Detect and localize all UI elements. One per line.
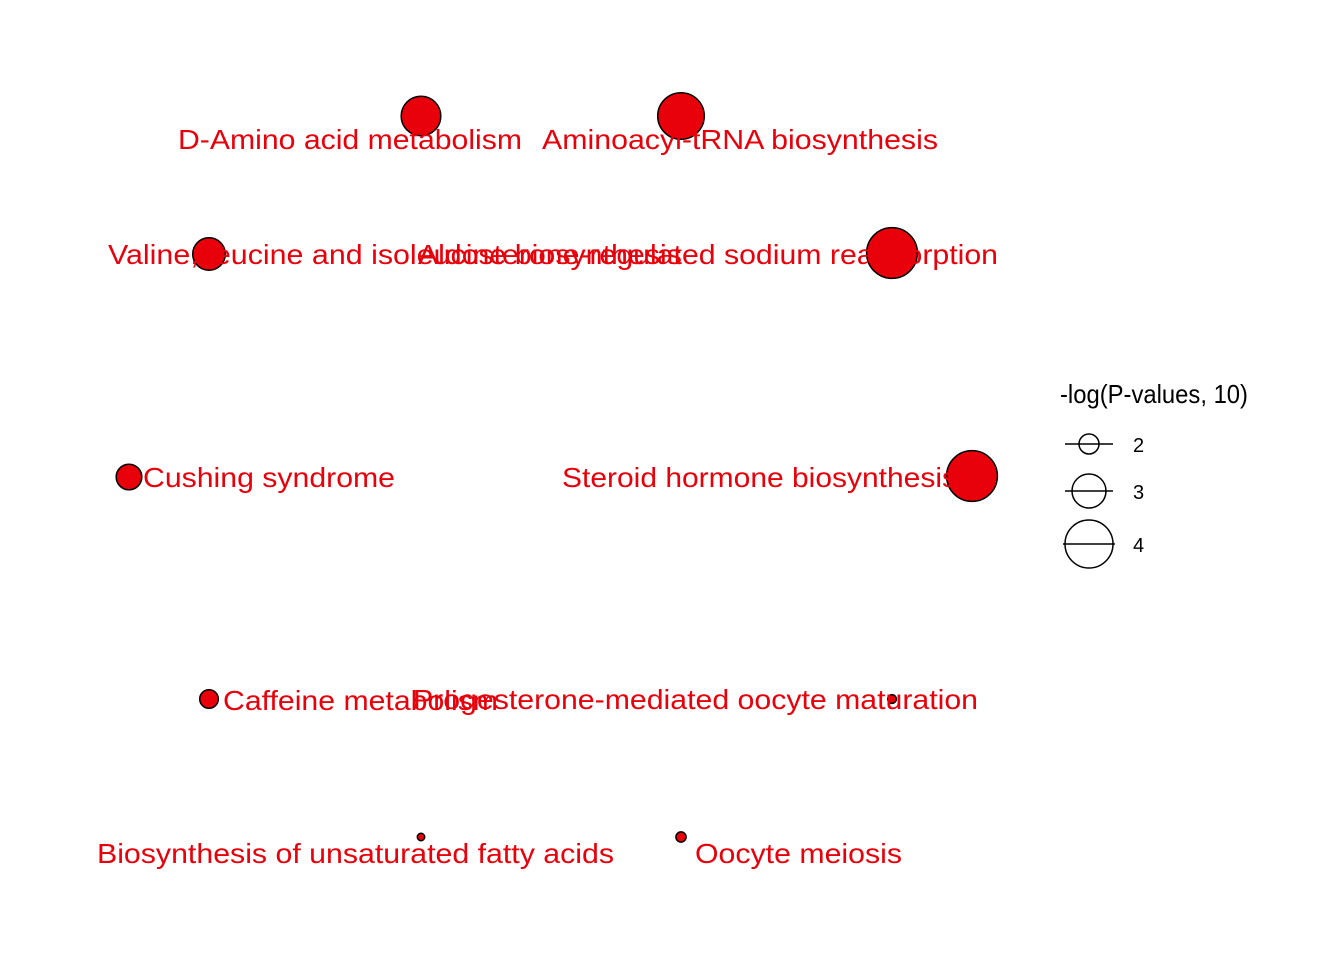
point-label-1: Aminoacyl-tRNA biosynthesis bbox=[542, 124, 938, 155]
point-2 bbox=[191, 236, 227, 272]
point-label-2: Valine, leucine and isoleucine biosynthe… bbox=[108, 239, 682, 270]
point-7 bbox=[886, 693, 898, 705]
legend-keys: 2 3 4 bbox=[1063, 433, 1144, 569]
point-0 bbox=[400, 95, 442, 137]
point-label-4: Cushing syndrome bbox=[143, 462, 395, 493]
legend-key-label-2: 4 bbox=[1133, 535, 1144, 557]
point-3 bbox=[865, 226, 919, 280]
point-label-6: Caffeine metabolism bbox=[223, 685, 498, 716]
legend-title: -log(P-values, 10) bbox=[1060, 379, 1248, 409]
point-9 bbox=[675, 831, 687, 843]
point-label-5: Steroid hormone biosynthesis bbox=[562, 462, 957, 493]
point-label-8: Biosynthesis of unsaturated fatty acids bbox=[97, 838, 614, 869]
labels-layer: D-Amino acid metabolism Aminoacyl-tRNA bi… bbox=[97, 124, 998, 869]
size-legend: -log(P-values, 10) 2 3 4 bbox=[1060, 379, 1248, 569]
legend-key-label-1: 3 bbox=[1133, 482, 1144, 504]
point-4 bbox=[115, 463, 143, 491]
point-8 bbox=[416, 832, 426, 842]
point-5 bbox=[945, 449, 999, 503]
point-label-0: D-Amino acid metabolism bbox=[178, 124, 522, 155]
point-6 bbox=[198, 688, 220, 710]
points-layer bbox=[115, 91, 999, 843]
legend-key-label-0: 2 bbox=[1133, 435, 1144, 457]
point-label-3: Aldosterone-regulated sodium reabsorptio… bbox=[418, 239, 998, 270]
point-label-9: Oocyte meiosis bbox=[695, 838, 902, 869]
point-1 bbox=[656, 91, 706, 141]
point-label-7: Progesterone-mediated oocyte maturation bbox=[413, 684, 978, 715]
